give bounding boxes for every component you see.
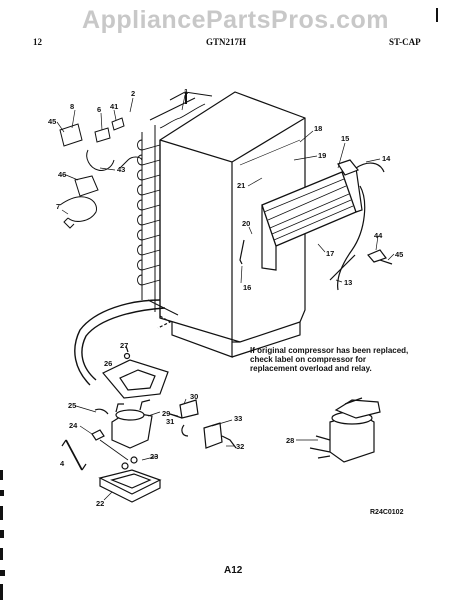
callout-16: 16 — [243, 283, 251, 292]
reference-code: R24C0102 — [370, 509, 404, 516]
callout-26: 26 — [104, 359, 112, 368]
callout-29: 29 — [162, 409, 170, 418]
callout-14: 14 — [382, 154, 391, 163]
callout-31: 31 — [166, 417, 174, 426]
compressor-right — [309, 397, 381, 463]
callout-27: 27 — [120, 341, 128, 350]
callout-13: 13 — [344, 278, 352, 287]
callout-45-b: 45 — [395, 250, 403, 259]
watermark: AppliancePartsPros.com — [82, 6, 389, 34]
callout-23: 23 — [150, 452, 158, 461]
callout-30: 30 — [190, 392, 198, 401]
callout-25: 25 — [68, 401, 76, 410]
callout-4: 4 — [60, 459, 65, 468]
callout-17: 17 — [326, 249, 334, 258]
callout-20: 20 — [242, 219, 250, 228]
page-label: A12 — [224, 565, 243, 576]
section-code: ST-CAP — [389, 37, 421, 47]
compressor-base — [98, 456, 162, 503]
callout-22: 22 — [96, 499, 104, 508]
evaporator — [239, 159, 385, 291]
callout-41: 41 — [110, 102, 118, 111]
callout-43: 43 — [117, 165, 125, 174]
suction-line — [329, 249, 393, 281]
callout-19: 19 — [318, 151, 326, 160]
corner-mark — [436, 8, 438, 22]
control-parts — [59, 117, 143, 229]
drain-hose — [74, 299, 172, 386]
callout-2: 2 — [131, 89, 135, 98]
relay-overload — [169, 399, 237, 449]
callout-1: 1 — [184, 87, 188, 96]
model-number: GTN217H — [206, 37, 247, 47]
callout-45-a: 45 — [48, 117, 56, 126]
compressor-note: If original compressor has been replaced… — [250, 346, 409, 373]
callout-32: 32 — [236, 442, 244, 451]
callout-8: 8 — [70, 102, 74, 111]
scan-edge-marks — [0, 470, 5, 600]
compressor-left — [61, 399, 153, 471]
callout-28: 28 — [286, 436, 294, 445]
cabinet — [159, 91, 306, 358]
callout-6-a: 6 — [97, 105, 101, 114]
callout-46: 46 — [58, 170, 66, 179]
callout-21: 21 — [237, 181, 245, 190]
callout-labels: 45 8 6 41 2 1 43 46 7 18 15 14 19 21 20 … — [48, 87, 403, 508]
callout-33: 33 — [234, 414, 242, 423]
drain-pan — [102, 345, 169, 399]
page-number: 12 — [33, 37, 42, 47]
callout-15: 15 — [341, 134, 349, 143]
callout-7: 7 — [56, 202, 60, 211]
callout-44: 44 — [374, 231, 383, 240]
callout-24: 24 — [69, 421, 78, 430]
callout-18: 18 — [314, 124, 322, 133]
